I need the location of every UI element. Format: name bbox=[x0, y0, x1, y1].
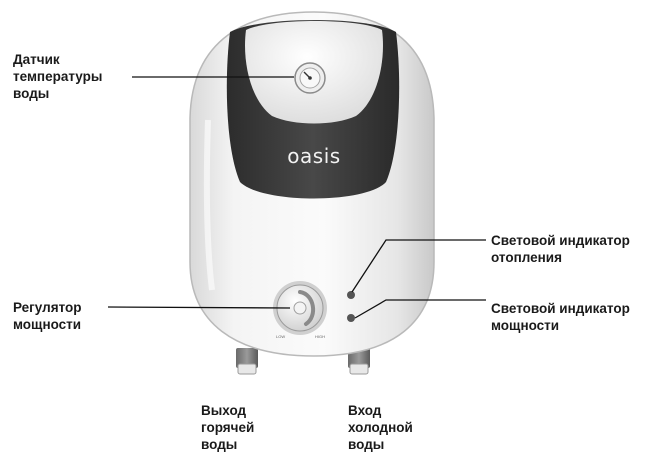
label-power-indicator: Световой индикатор мощности bbox=[491, 301, 630, 333]
power-regulator bbox=[273, 281, 327, 335]
leader-power-regulator bbox=[107, 306, 291, 309]
label-cold-water-inlet: Вход холодной воды bbox=[348, 403, 413, 452]
label-temperature-sensor: Датчик температуры воды bbox=[13, 52, 103, 101]
heating-indicator-light bbox=[347, 291, 355, 299]
label-heating-indicator: Световой индикатор отопления bbox=[491, 233, 630, 265]
temperature-sensor bbox=[294, 62, 326, 94]
dial-low-label: LOW bbox=[276, 334, 286, 339]
hot-water-pipe bbox=[236, 348, 258, 375]
dial-high-label: HIGH bbox=[315, 334, 325, 339]
label-power-regulator: Регулятор мощности bbox=[13, 300, 82, 332]
brand-logo: oasis bbox=[287, 144, 341, 168]
leader-heating-indicator bbox=[351, 239, 486, 293]
leader-power-indicator bbox=[354, 299, 486, 319]
power-indicator-light bbox=[347, 314, 355, 322]
label-hot-water-outlet: Выход горячей воды bbox=[201, 403, 255, 452]
body-highlight bbox=[203, 119, 215, 291]
